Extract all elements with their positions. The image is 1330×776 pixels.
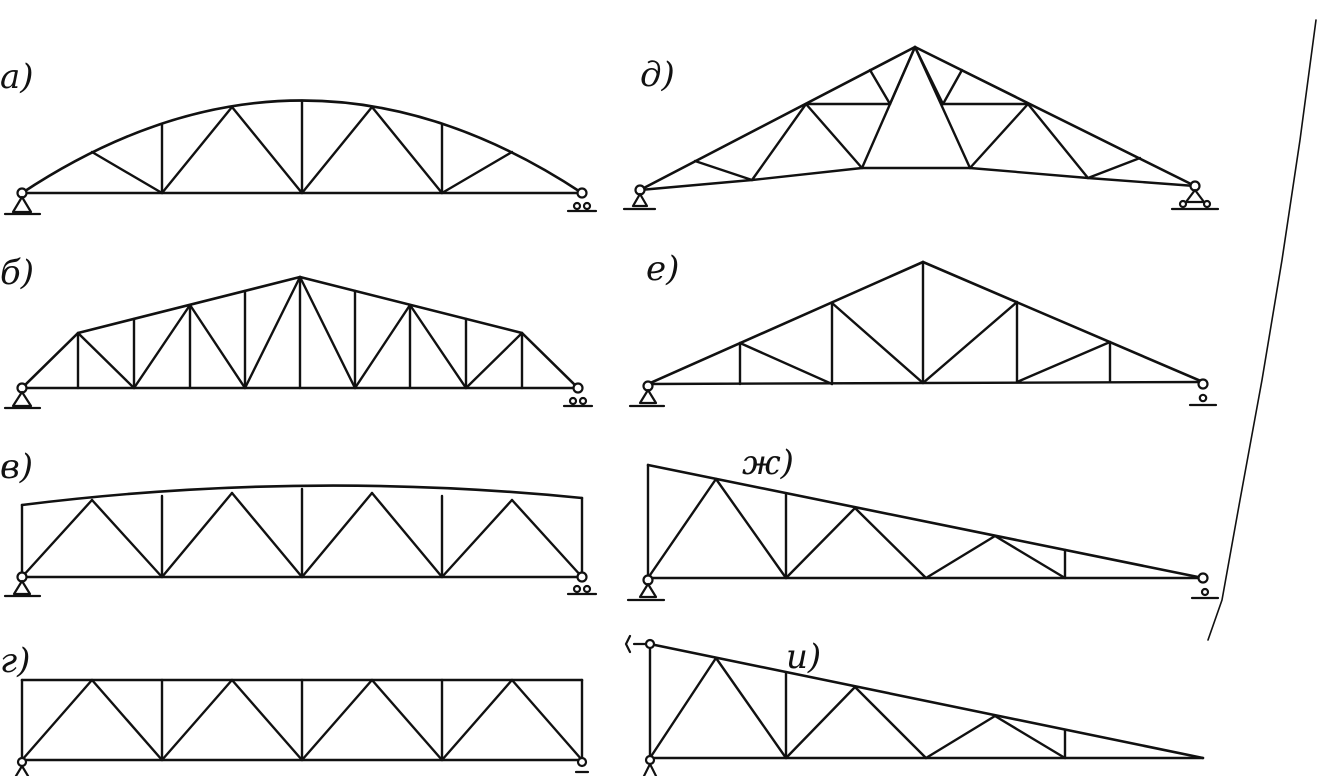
truss-g-web bbox=[20, 678, 584, 762]
truss-v bbox=[3, 484, 598, 598]
panel-label-b: б) bbox=[0, 253, 35, 293]
pinned-support bbox=[3, 571, 42, 598]
truss-i bbox=[624, 634, 1205, 776]
truss-e bbox=[628, 260, 1218, 408]
truss-zh-top-chord bbox=[646, 463, 1205, 580]
truss-b-web bbox=[76, 275, 524, 390]
pinned-support bbox=[642, 754, 658, 776]
truss-v-top-chord bbox=[20, 484, 584, 507]
hinge-support-top bbox=[624, 634, 656, 654]
truss-i-top-chord bbox=[648, 642, 1205, 760]
panel-label-g: г) bbox=[0, 641, 31, 681]
roller-support bbox=[566, 187, 598, 213]
roller-support bbox=[1188, 378, 1218, 407]
roller-support bbox=[562, 382, 594, 408]
panel-label-v: в) bbox=[0, 447, 34, 487]
panel-label-i: и) bbox=[786, 637, 822, 677]
pinned-support bbox=[628, 380, 666, 408]
pinned-support bbox=[3, 187, 42, 216]
panel-label-zh: ж) bbox=[742, 443, 794, 483]
truss-g bbox=[14, 678, 590, 776]
truss-v-web bbox=[20, 487, 584, 579]
truss-zh bbox=[626, 463, 1220, 602]
pinned-support bbox=[14, 756, 30, 776]
pinned-support bbox=[622, 184, 657, 211]
truss-a bbox=[3, 99, 598, 216]
roller-support bbox=[1170, 180, 1220, 211]
truss-zh-web bbox=[646, 477, 1067, 580]
pinned-support bbox=[3, 382, 42, 410]
roller-support bbox=[1190, 572, 1220, 600]
roller-support bbox=[566, 571, 598, 596]
roller-support bbox=[574, 756, 590, 774]
truss-e-top-chord-right bbox=[921, 260, 1205, 384]
panel-label-d: д) bbox=[640, 55, 675, 95]
truss-d-web bbox=[693, 45, 1142, 182]
panel-label-a: а) bbox=[0, 57, 34, 97]
pinned-support bbox=[626, 574, 666, 602]
truss-e-top-chord-left bbox=[646, 260, 925, 386]
panel-label-e: е) bbox=[646, 249, 680, 289]
truss-e-web bbox=[738, 260, 1112, 386]
truss-i-web bbox=[648, 656, 1067, 760]
truss-b bbox=[3, 275, 594, 410]
truss-d bbox=[622, 45, 1220, 211]
truss-a-web bbox=[90, 99, 514, 195]
sheet-edge-line bbox=[1207, 19, 1317, 641]
truss-d-bottom-chord bbox=[638, 166, 1197, 192]
truss-d-top-chord-right bbox=[913, 45, 1197, 188]
